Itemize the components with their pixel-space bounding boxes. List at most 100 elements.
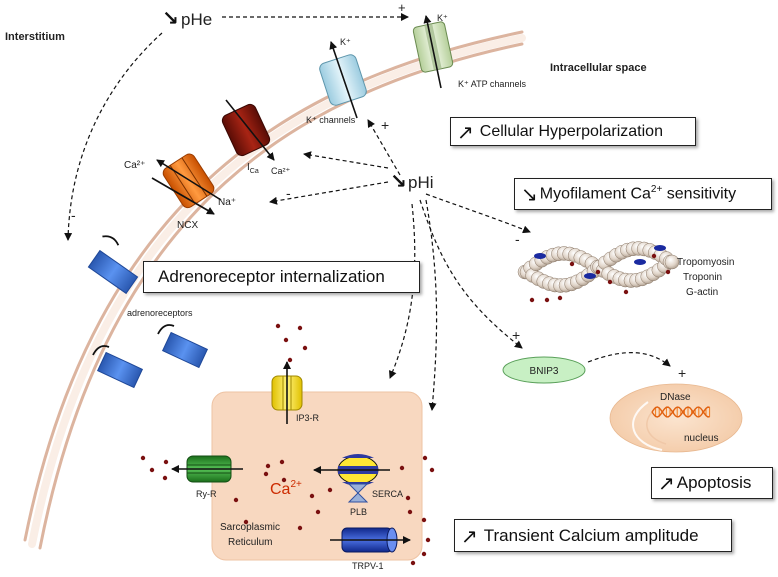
ip3r-label: IP3-R [296,413,320,423]
myofilament-sensitivity-text: Myofilament Ca2+ sensitivity [539,184,737,203]
phi-label: pHi [408,173,434,192]
dna-icon [651,406,711,418]
k-ion-label: K⁺ [437,13,448,23]
adrenoreceptor-internalization-box: Adrenoreceptor internalization [143,261,420,293]
ca-ion-dot [265,463,271,469]
interstitium-label: Interstitium [5,31,65,43]
na-ion-label: Na⁺ [218,197,236,208]
apoptosis-text: Apoptosis [676,473,752,492]
ca-ion-dot [425,537,431,543]
ca-ion-dot [421,551,427,557]
ca-ion-label: Ca²⁺ [271,166,291,176]
sarcoplasmic-label: Sarcoplasmic [220,522,280,533]
ca-ion-dot [287,357,293,363]
ca-ion-dot [315,509,321,515]
ca-ion-dot [327,487,333,493]
sign-plus: + [512,327,520,343]
ca-ion-dot [665,269,671,275]
ca-ion-dot [283,337,289,343]
ca-ion-dot [544,297,550,303]
troponin-marker [654,245,666,251]
ca-ion-dot [281,477,287,483]
ca-ion-dot [263,471,269,477]
sign-minus: - [515,231,520,247]
transient-calcium-box: ↗ Transient Calcium amplitude [454,519,732,552]
sign-plus: + [678,365,686,381]
serca-pump [313,454,390,503]
intracellular-space-label: Intracellular space [550,62,647,74]
tropomyosin-label: Tropomyosin [677,257,734,268]
ica-label: ICa [247,162,259,175]
ca-ion-dot [557,295,563,301]
ncx-label: NCX [177,220,198,231]
phe-label: pHe [181,10,212,29]
calcium-ions [140,253,671,566]
ca-ion-dot [243,519,249,525]
myofilament-sensitivity-box: ↘ Myofilament Ca2+ sensitivity [514,178,772,210]
ca-ion-dot [399,465,405,471]
trend-up-icon: ↗ [658,471,675,495]
trpv1-label: TRPV-1 [352,561,384,571]
troponin-marker [534,253,546,259]
k-channel [319,41,367,119]
trend-up-icon: ↗ [461,523,478,548]
ca-ion-dot [607,279,613,285]
ca-ion-dot [279,459,285,465]
dnase-label: DNase [660,392,691,403]
adrenoreceptor [87,235,139,295]
sign-plus: + [398,0,406,15]
ncx-exchanger [151,153,222,215]
sign-plus: + [381,117,389,133]
nucleus: DNase nucleus [609,383,743,453]
ryr-channel [171,455,243,483]
troponin-label: Troponin [683,272,722,283]
serca-label: SERCA [372,489,403,499]
trend-down-icon: ↘ [390,169,407,193]
ca-ion-dot [569,261,575,267]
sign-minus: - [71,207,76,223]
ca-ion-dot [233,497,239,503]
ca-ion-dot [529,297,535,303]
cellular-hyperpolarization-box: ↗ Cellular Hyperpolarization [450,117,696,146]
bnip3-protein: BNIP3 [502,356,586,384]
ca-ion-dot [297,525,303,531]
ca-ion-dot [140,455,146,461]
adrenoreceptor-internalization-text: Adrenoreceptor internalization [158,267,385,286]
trpv1-channel [330,527,411,553]
ca-ion-dot [275,323,281,329]
ip3r-channel [271,361,303,424]
regulation-arrows [64,13,671,411]
ca-ion-label: Ca²⁺ [124,160,145,171]
trend-up-icon: ↗ [457,119,474,144]
ca-ion-dot [595,269,601,275]
adrenoreceptor [157,324,209,369]
bnip3-label: BNIP3 [530,366,559,377]
ryr-label: Ry-R [196,489,217,499]
ca-ion-dot [302,345,308,351]
ca-ion-dot [421,517,427,523]
nucleus-label: nucleus [684,433,718,444]
ca-ion-dot [163,459,169,465]
trend-down-icon: ↘ [162,6,179,30]
k-ion-label: K⁺ [340,37,351,47]
ca-ion-dot [405,495,411,501]
ca-ion-dot [149,467,155,473]
ca-ion-dot [162,475,168,481]
ca-ion-dot [297,325,303,331]
adrenoreceptor [92,345,144,389]
plb-label: PLB [350,507,367,517]
trend-down-icon: ↘ [521,182,538,206]
ca-ion-dot [410,560,416,566]
g-actin-label: G-actin [686,287,718,298]
myofilament [517,241,680,293]
ca-ion-dot [309,493,315,499]
ca-ion-dot [407,509,413,515]
actin-bead [664,254,680,270]
k-channel-label: K⁺ channels [306,115,356,125]
sign-minus: - [286,185,291,201]
transient-calcium-text: Transient Calcium amplitude [483,525,699,545]
ca-ion-dot [422,455,428,461]
katp-channel-label: K⁺ ATP channels [458,79,526,89]
ca-ion-dot [429,467,435,473]
ca-ion-dot [651,253,657,259]
